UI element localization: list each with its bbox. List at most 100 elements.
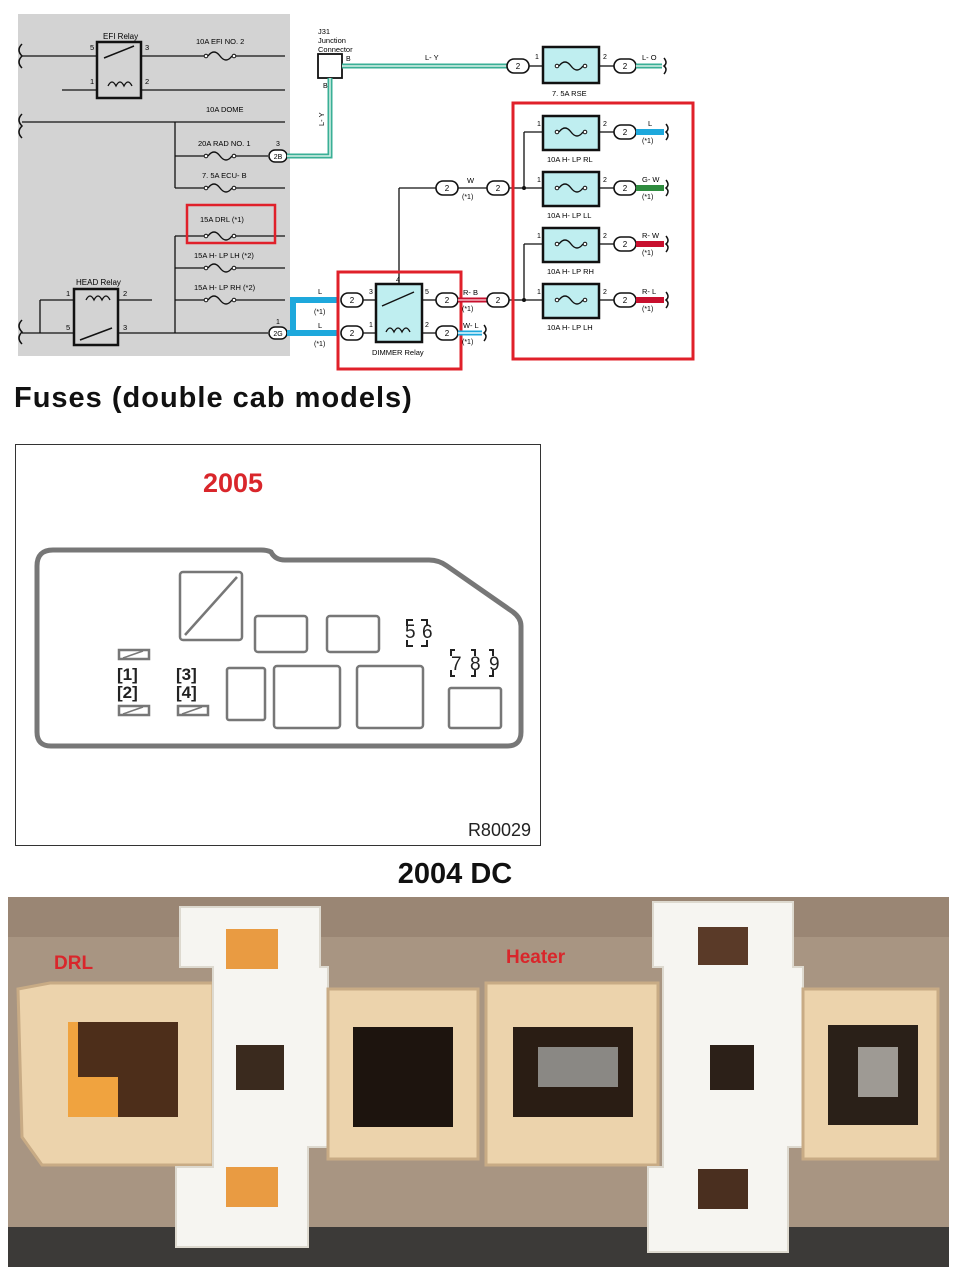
head-pin2: 2 (123, 289, 127, 298)
connector-rse-out: 2 (613, 58, 637, 74)
svg-text:2: 2 (496, 296, 501, 305)
efi-circuit-lines (22, 55, 285, 91)
fusebox-diagram: 2005 [1] [2] [3] [4] 5 6 7 8 9 R80029 (15, 444, 541, 846)
headlight-fuses-highlight-box (511, 101, 695, 361)
dimmer-pin1: 1 (369, 322, 373, 329)
efi-pin3: 3 (145, 43, 149, 52)
wire-l-rl-star: (*1) (642, 138, 653, 145)
white-relay-holder-1 (175, 906, 329, 1248)
fuse-panel-background (18, 14, 290, 356)
svg-text:2: 2 (445, 184, 450, 193)
fuse-hlp-lh-2-label: 15A H- LP LH (*2) (194, 251, 254, 260)
fuse-hlp-rh-2-label: 15A H- LP RH (*2) (194, 283, 256, 292)
fuse-rse-box (541, 45, 601, 85)
wire-r-b-label: R- B (463, 288, 478, 297)
fuse-ll-pin2: 2 (603, 177, 607, 184)
svg-text:2G: 2G (273, 331, 282, 338)
drl-label: DRL (54, 953, 93, 974)
fuse-hlp-lh (541, 282, 601, 320)
head-pin5: 5 (66, 323, 70, 332)
fuse-lh-pin1: 1 (537, 289, 541, 296)
head-relay-label: HEAD Relay (76, 278, 121, 287)
efi-pin1: 1 (90, 77, 94, 86)
relay-socket-right (801, 987, 940, 1161)
drl-relay-socket (16, 981, 215, 1167)
wire-r-w-label: R- W (642, 231, 660, 240)
fuse-slot-bottom-left (117, 704, 151, 717)
connector-2b-pin: 3 (276, 141, 280, 148)
fuse-hlp-rh (541, 226, 601, 264)
connector-rse-in: 2 (506, 58, 530, 74)
relay-slot-diagonal (184, 576, 238, 636)
svg-text:2B: 2B (274, 154, 283, 161)
fuse-8-label: 8 (470, 654, 481, 675)
relay-slot-c (225, 666, 267, 722)
svg-text:2: 2 (623, 184, 628, 193)
photo-title: 2004 DC (397, 858, 513, 890)
j31-connector (317, 53, 343, 79)
wire-w-l-star: (*1) (462, 339, 473, 346)
wire-l-y (287, 63, 508, 159)
fuse-efi-no2-label: 10A EFI NO. 2 (196, 37, 244, 46)
efi-pin2: 2 (145, 77, 149, 86)
relay-block-photo: DRL Heater (8, 897, 949, 1267)
fuse-ll-pin1: 1 (537, 177, 541, 184)
fuse-lh-pin2: 2 (603, 289, 607, 296)
fuse-rse-label: 7. 5A RSE (552, 89, 587, 98)
relay-socket-2 (326, 987, 480, 1161)
fusebox-frame (15, 444, 541, 846)
wire-l-y-label: L- Y (425, 53, 439, 62)
connector-rb-2: 2 (486, 292, 510, 308)
fusebox-year: 2005 (203, 468, 263, 498)
battery-bus-lines (22, 121, 285, 189)
dimmer-pin4: 4 (396, 277, 400, 284)
fuse-dome-label: 10A DOME (206, 105, 244, 114)
wire-l-upper (287, 297, 338, 336)
connector-rl-out: 2 (613, 124, 637, 140)
svg-text:2: 2 (350, 329, 355, 338)
connector-dimmer-in-2: 2 (340, 325, 364, 341)
svg-text:2: 2 (445, 329, 450, 338)
j31-pin-b2: B (323, 83, 328, 90)
relay-slot-a (253, 614, 309, 654)
svg-text:2: 2 (516, 62, 521, 71)
connector-ll-out: 2 (613, 180, 637, 196)
head-relay-lines (22, 299, 268, 334)
j31-label-3: Connector (318, 45, 353, 54)
relay-slot-d (272, 664, 342, 730)
wire-g-w-label: G- W (642, 175, 660, 184)
connector-dimmer-out-1: 2 (435, 292, 459, 308)
efi-relay (95, 40, 143, 100)
connector-2g: 2G (268, 326, 288, 340)
fuse-ecu-b-label: 7. 5A ECU- B (202, 171, 247, 180)
svg-text:2: 2 (623, 240, 628, 249)
j31-label-2: Junction (318, 36, 346, 45)
fuse-hlp-ll (541, 170, 601, 208)
fuse-hlp-rl (541, 114, 601, 152)
wire-r-b-star: (*1) (462, 306, 473, 313)
fuse-7-label: 7 (451, 654, 462, 675)
dimmer-relay-label: DIMMER Relay (372, 348, 424, 357)
wire-w-l-label: W- L (463, 321, 479, 330)
fuse-1-label: [1] (117, 665, 138, 684)
fuse-9-label: 9 (489, 654, 500, 675)
fuse-hlp-ll-label: 10A H- LP LL (547, 211, 591, 220)
j31-pin-b: B (346, 56, 351, 63)
fuse-3-label: [3] (176, 665, 197, 684)
relay-slot-b (325, 614, 381, 654)
head-pin1: 1 (66, 289, 70, 298)
wire-w-label: W (467, 176, 475, 185)
dimmer-pin2: 2 (425, 322, 429, 329)
connector-w-2: 2 (486, 180, 510, 196)
fuse-hlp-rl-label: 10A H- LP RL (547, 155, 593, 164)
heater-label: Heater (506, 947, 566, 968)
fuse-rh-pin2: 2 (603, 233, 607, 240)
fuse-slot-bottom-mid (176, 704, 210, 717)
dimmer-highlight-box (336, 270, 463, 371)
wire-l-star-2: (*1) (314, 341, 325, 348)
wire-w-star: (*1) (462, 194, 473, 201)
fusebox-code: R80029 (468, 820, 531, 840)
connector-2b: 2B (268, 149, 288, 163)
fuse-rad-no1-label: 20A RAD NO. 1 (198, 139, 251, 148)
fuse-2-label: [2] (117, 683, 138, 702)
